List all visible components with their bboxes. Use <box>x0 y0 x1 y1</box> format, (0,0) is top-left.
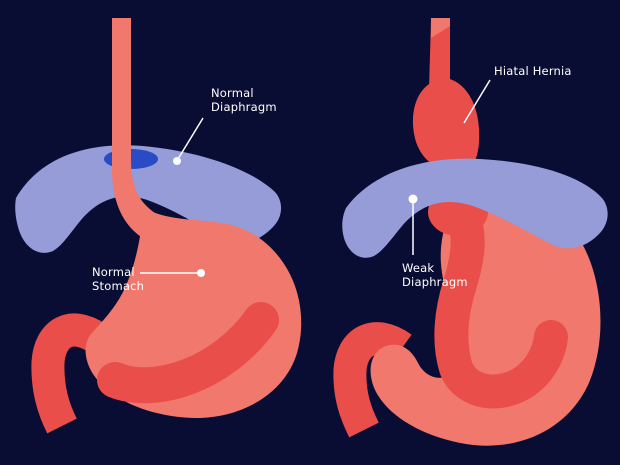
right-stomach-inner-shape <box>434 188 568 409</box>
annotation-leaders <box>140 79 491 277</box>
normal-diaphragm-leader-line <box>177 117 204 160</box>
right-duodenum-shape <box>333 322 412 438</box>
left-duodenum-shape <box>31 313 107 434</box>
left-stomach-inner-shape <box>97 302 279 404</box>
normal-stomach-leader-dot <box>197 269 205 277</box>
hiatal-hernia-leader-line <box>463 79 491 124</box>
normal-stomach-label: Normal Stomach <box>92 265 145 293</box>
right-diaphragm-shape <box>342 158 608 258</box>
left-stomach-shape <box>85 210 302 418</box>
left-esophagus-shape <box>112 18 160 240</box>
right-esophagus-shape <box>431 18 450 38</box>
weak-diaphragm-label: Weak Diaphragm <box>402 261 468 289</box>
normal-diaphragm-label: Normal Diaphragm <box>211 86 277 114</box>
hiatal-hernia-label: Hiatal Hernia <box>494 64 572 78</box>
left-panel-illustration <box>15 18 302 434</box>
normal-diaphragm-leader-dot <box>173 157 181 165</box>
right-panel-illustration <box>333 18 608 446</box>
weak-diaphragm-leader-dot <box>408 194 418 204</box>
